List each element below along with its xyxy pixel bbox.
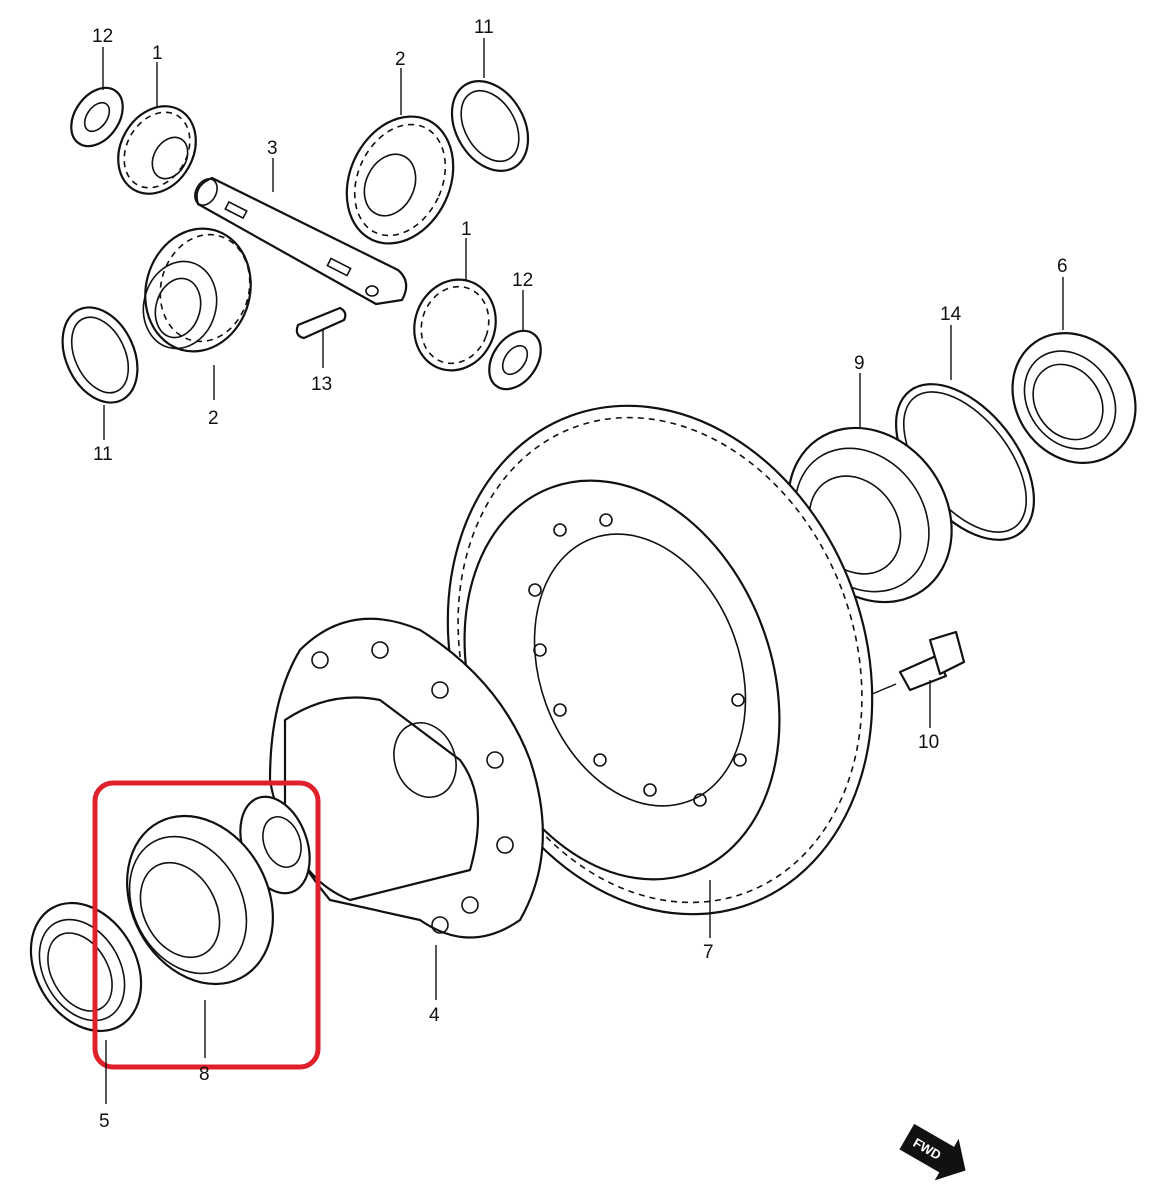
pinion-gear-1-top	[117, 105, 197, 195]
pinion-shaft-3	[194, 176, 408, 306]
callout-4: 4	[429, 1005, 440, 1026]
thrust-washer-12-left	[70, 86, 124, 148]
pin-13	[295, 306, 347, 340]
differential-case-4	[268, 617, 544, 939]
callout-1-bottom: 1	[461, 219, 472, 240]
callout-2-left: 2	[208, 408, 219, 429]
callout-2-top: 2	[395, 49, 406, 70]
bolt-10	[857, 630, 966, 701]
callout-11-left: 11	[93, 444, 113, 465]
pinion-gear-1-bottom	[413, 278, 497, 372]
thrust-washer-11-left	[61, 306, 139, 404]
callout-12-right: 12	[512, 270, 533, 291]
callout-5: 5	[99, 1111, 110, 1132]
side-gear-2-left	[142, 227, 252, 353]
highlight-frame	[92, 780, 321, 1070]
oil-seal-5	[29, 901, 143, 1033]
callout-12-top-left: 12	[92, 26, 113, 47]
callout-11-top: 11	[474, 17, 494, 38]
leader-lines	[102, 38, 1064, 1104]
oil-seal-6	[1011, 332, 1137, 464]
callout-3: 3	[267, 138, 278, 159]
callout-1-top: 1	[152, 43, 163, 64]
side-gear-2-top	[345, 115, 455, 245]
bearing-8	[126, 814, 274, 986]
callout-8: 8	[199, 1064, 210, 1085]
callout-14: 14	[940, 304, 962, 325]
callout-labels: 12 1 2 11 3 1 12 2 11 13 6 14 9 10 7 4 8…	[92, 17, 1068, 1132]
thrust-washer-12-right	[488, 329, 542, 391]
thrust-washer-11-top	[450, 79, 530, 173]
callout-6: 6	[1057, 256, 1068, 277]
callout-7: 7	[703, 942, 714, 963]
callout-10: 10	[918, 732, 939, 753]
fwd-arrow-badge: FWD	[899, 1123, 966, 1181]
callout-9: 9	[854, 353, 865, 374]
callout-13: 13	[311, 374, 332, 395]
